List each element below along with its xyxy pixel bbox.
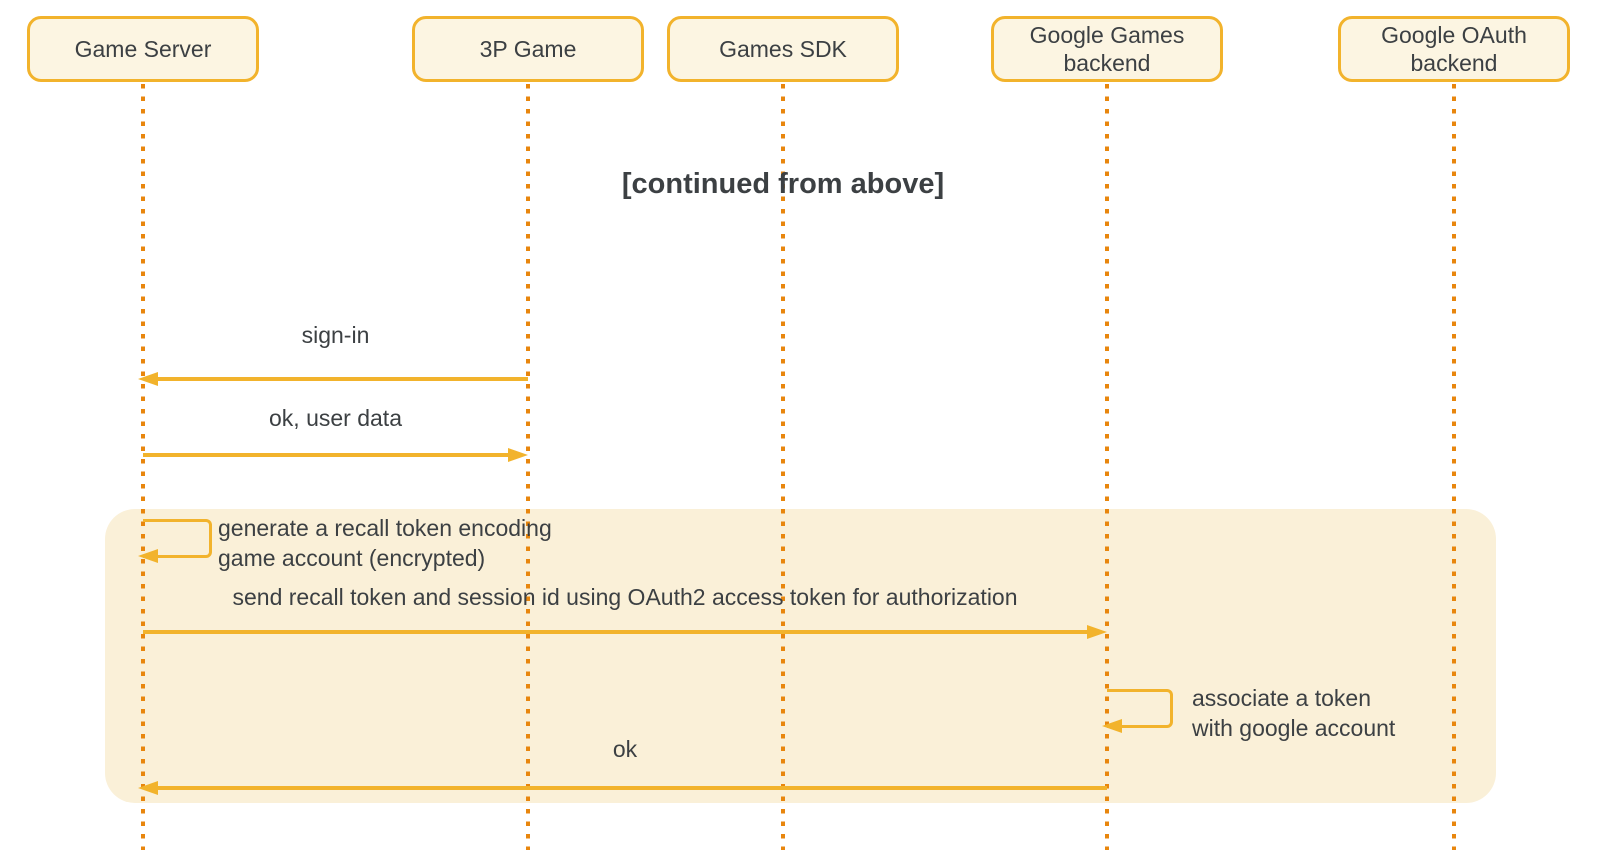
lifeline-google-games-backend (1105, 84, 1109, 850)
generate-recall-token-loop (143, 519, 212, 558)
message-ok-arrowhead (138, 781, 158, 795)
message-ok-user-data-label: ok, user data (269, 405, 402, 431)
lifeline-3p-game (526, 84, 530, 850)
message-send-recall-token-line (143, 630, 1089, 634)
highlight-region (105, 509, 1496, 803)
actor-3p-game: 3P Game (412, 16, 644, 82)
associate-token-loop (1107, 689, 1173, 728)
message-send-recall-token-arrowhead (1087, 625, 1107, 639)
message-ok-line (156, 786, 1107, 790)
message-ok-label: ok (612, 736, 638, 762)
associate-token-arrowhead (1102, 719, 1122, 733)
message-ok-user-data-arrowhead (508, 448, 528, 462)
message-sign-in-label: sign-in (301, 322, 370, 348)
actor-games-sdk: Games SDK (667, 16, 899, 82)
lifeline-game-server (141, 84, 145, 850)
actor-google-games-backend: Google Games backend (991, 16, 1223, 82)
message-sign-in-line (156, 377, 528, 381)
generate-recall-token-label: generate a recall token encoding game ac… (218, 515, 552, 571)
lifeline-games-sdk (781, 84, 785, 850)
associate-token-label: associate a token with google account (1192, 685, 1396, 741)
lifeline-google-oauth-backend (1452, 84, 1456, 850)
generate-recall-token-arrowhead (138, 549, 158, 563)
message-sign-in-arrowhead (138, 372, 158, 386)
message-ok-user-data-line (143, 453, 511, 457)
message-send-recall-token-label: send recall token and session id using O… (232, 584, 1018, 610)
continued-note: [continued from above] (621, 168, 945, 200)
actor-game-server: Game Server (27, 16, 259, 82)
actor-google-oauth-backend: Google OAuth backend (1338, 16, 1570, 82)
